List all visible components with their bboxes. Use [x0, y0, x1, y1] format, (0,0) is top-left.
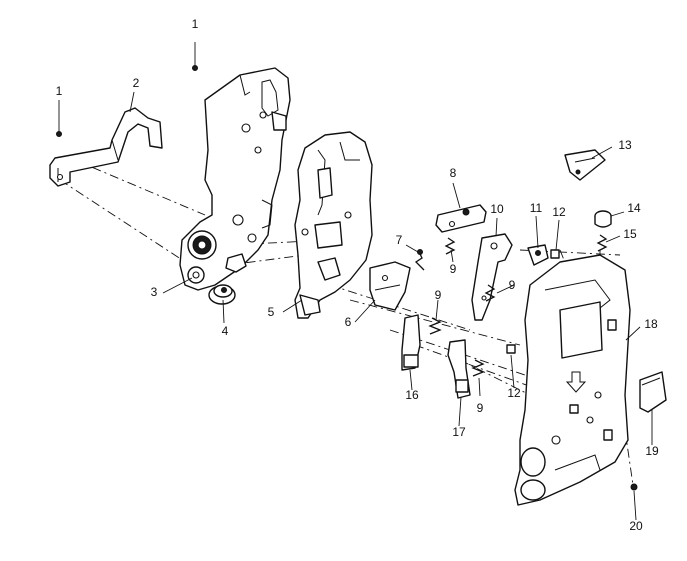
part-arm-10	[471, 233, 513, 321]
part-button-14	[594, 210, 612, 228]
part-spring-9-left	[428, 317, 442, 335]
part-clip-11	[527, 244, 549, 266]
callout-8: 8	[450, 166, 457, 180]
part-spring-15	[596, 234, 608, 252]
callout-7: 7	[396, 233, 403, 247]
part-latch-17	[447, 339, 471, 399]
callout-1-left: 1	[56, 84, 63, 98]
callout-12-upper: 12	[552, 205, 566, 219]
callout-4: 4	[222, 324, 229, 338]
part-lever-8	[435, 204, 487, 233]
part-slider-6	[369, 261, 411, 311]
callout-9-middle: 9	[509, 278, 516, 292]
callout-18: 18	[644, 317, 658, 331]
callout-5: 5	[268, 305, 275, 319]
part-spring-9-lower	[471, 359, 485, 377]
part-door-19	[639, 371, 667, 413]
part-cover-13	[564, 149, 606, 181]
part-main-frame-18	[514, 254, 631, 506]
part-screw-7	[414, 249, 425, 271]
callout-10: 10	[490, 202, 504, 216]
callout-20: 20	[629, 519, 643, 533]
callout-15: 15	[623, 227, 637, 241]
part-spring-9-middle	[484, 284, 496, 302]
part-gear-knob-4	[208, 284, 236, 305]
callout-1-top: 1	[192, 17, 199, 31]
callout-6: 6	[345, 315, 352, 329]
callout-9-left: 9	[435, 288, 442, 302]
callout-leaders	[58, 42, 653, 521]
callout-12-lower: 12	[507, 386, 521, 400]
callout-13: 13	[618, 138, 632, 152]
part-screw-20	[630, 483, 638, 491]
callout-11: 11	[530, 201, 543, 215]
callout-9-lower: 9	[477, 401, 484, 415]
part-clip-12-upper	[550, 249, 560, 259]
callout-2: 2	[133, 76, 140, 90]
part-bracket-2	[49, 107, 163, 187]
callout-17: 17	[452, 425, 466, 439]
part-middle-frame-5	[294, 131, 373, 319]
part-rear-plate	[179, 65, 291, 291]
callout-16: 16	[405, 388, 419, 402]
callout-labels: 1 1 2 3 4 5 6 7 8 9 9 9 9 10 11 12 12 13…	[56, 17, 659, 533]
part-spring-9-upper	[444, 237, 456, 255]
callout-19: 19	[645, 444, 659, 458]
part-clip-12-lower	[506, 344, 516, 354]
part-latch-16	[401, 314, 421, 371]
callout-14: 14	[627, 201, 641, 215]
callout-9-upper: 9	[450, 262, 457, 276]
callout-3: 3	[151, 285, 158, 299]
